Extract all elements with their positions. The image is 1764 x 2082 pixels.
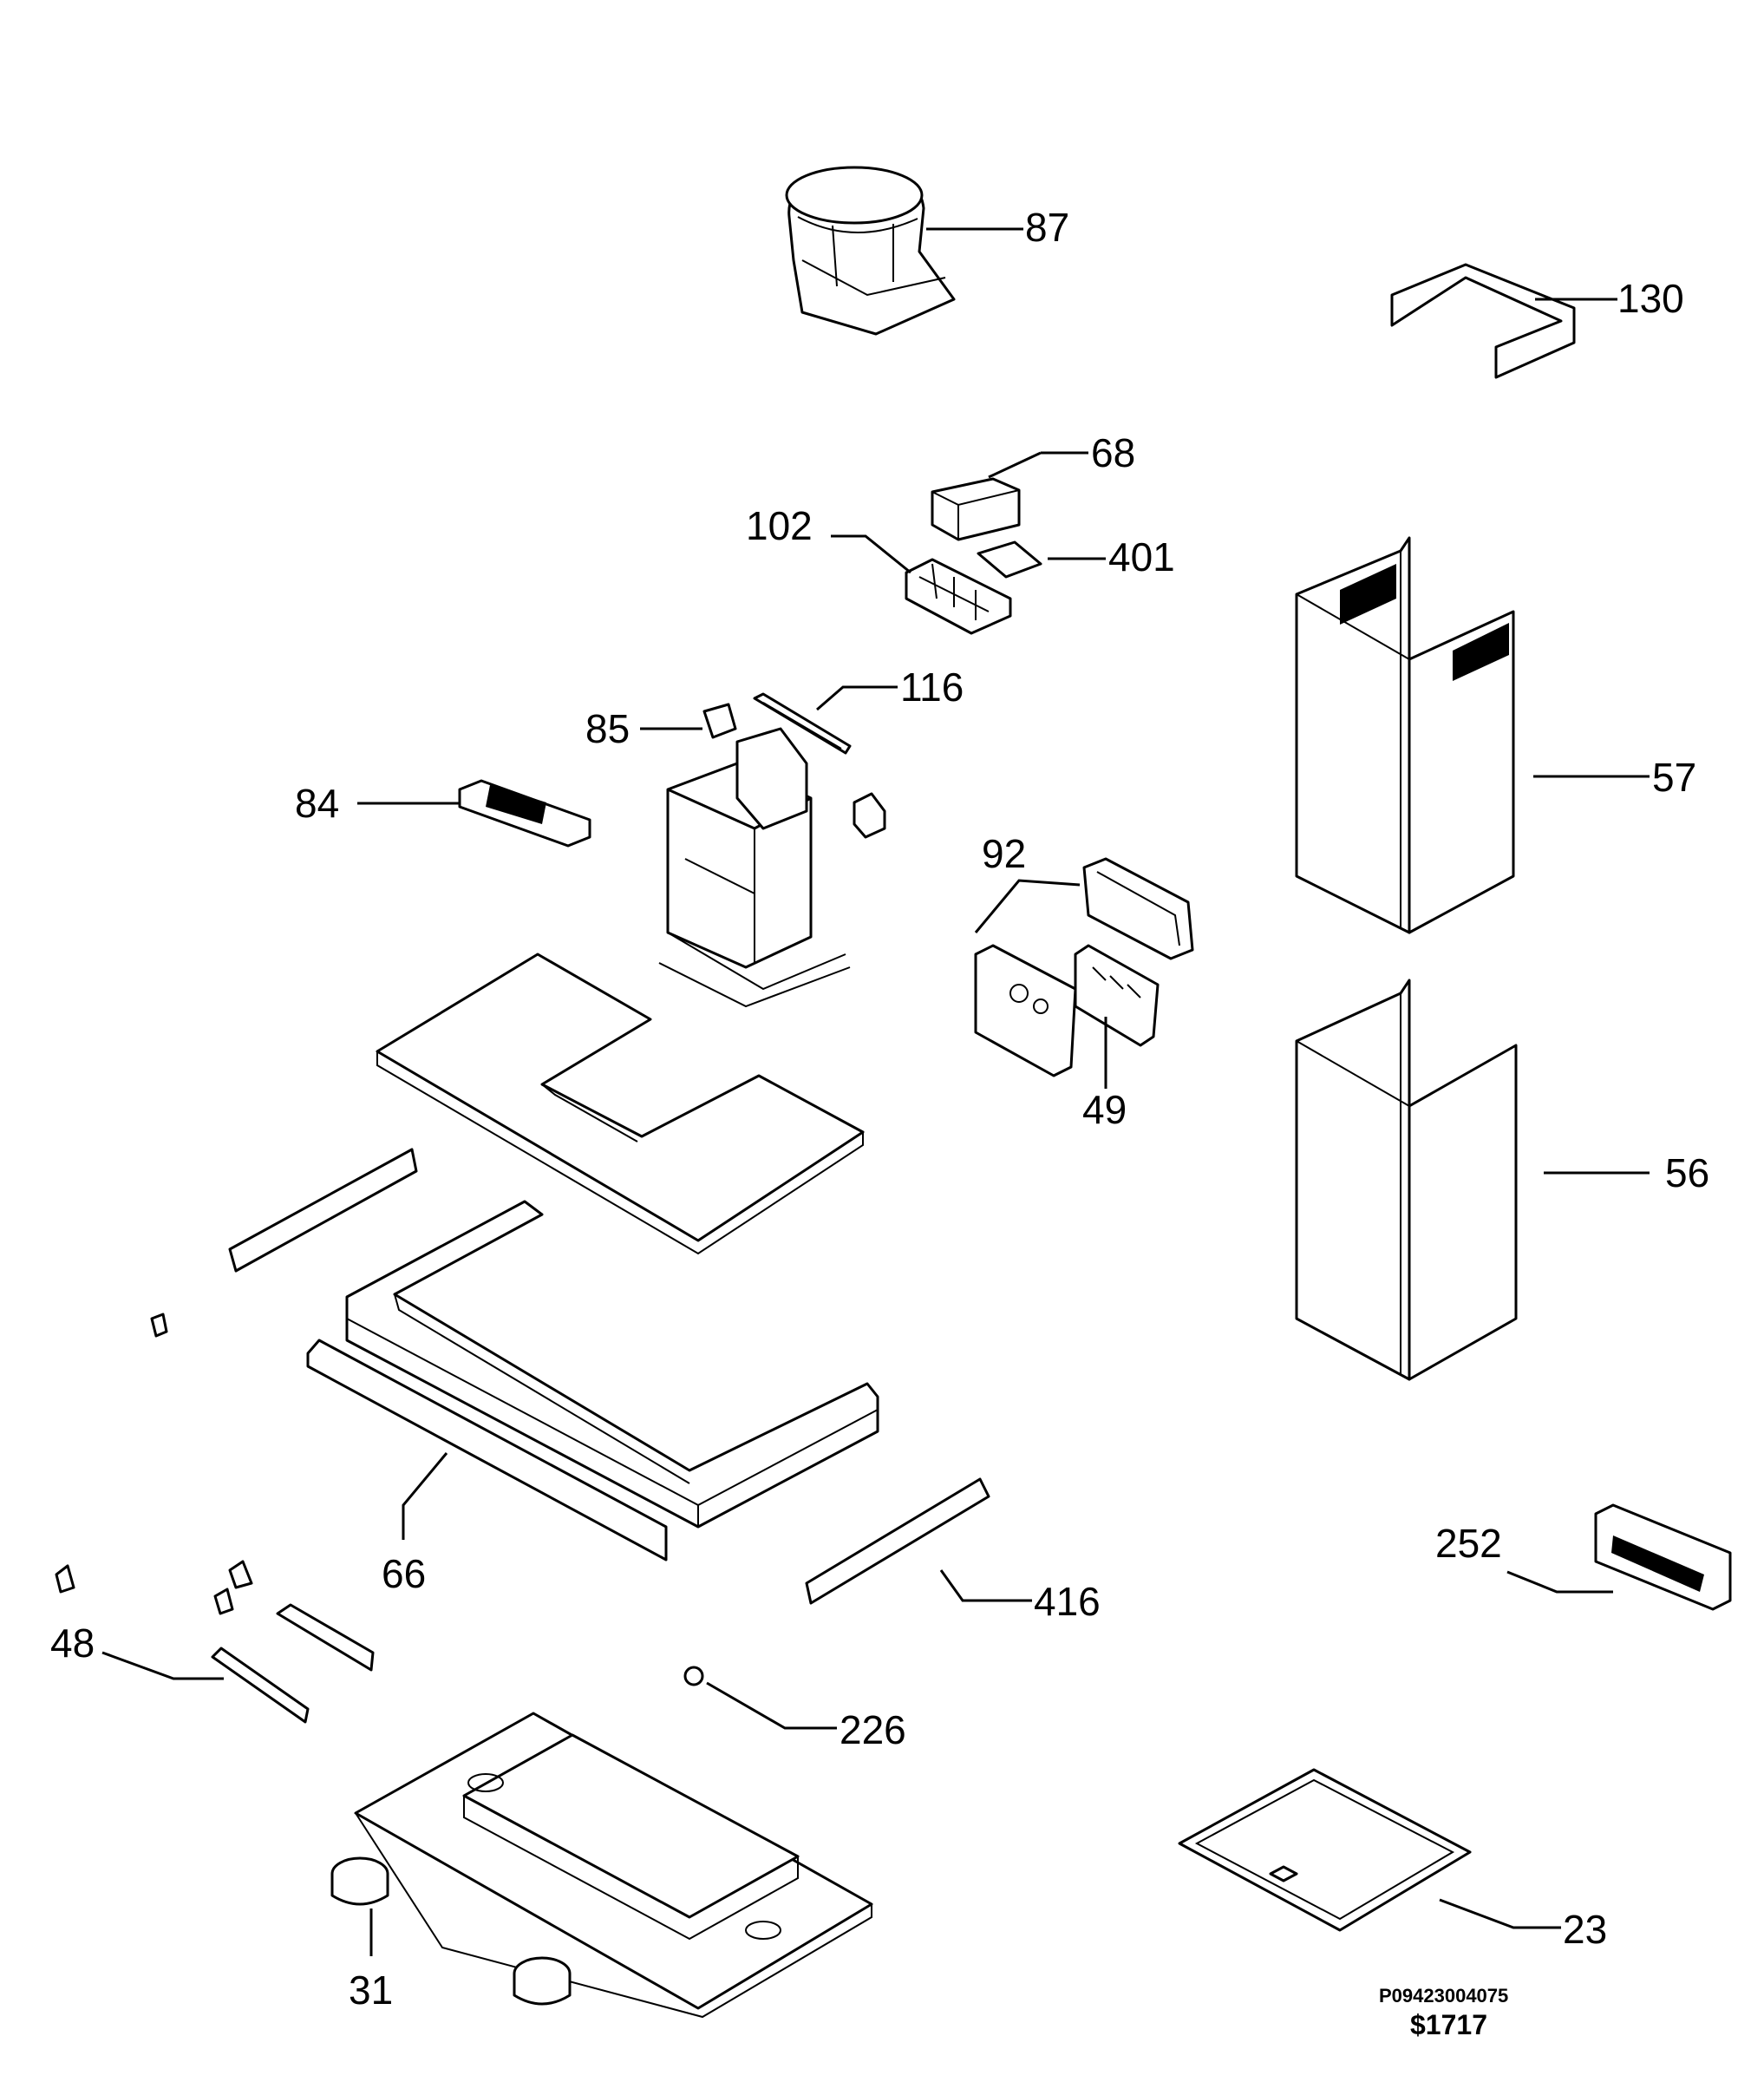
- part-68-box: 68: [931, 430, 1135, 541]
- part-87-duct-collar: 87: [785, 166, 1069, 336]
- label-84: 84: [295, 781, 339, 826]
- label-66: 66: [382, 1551, 426, 1596]
- label-87: 87: [1025, 205, 1069, 250]
- label-401: 401: [1108, 534, 1175, 579]
- part-130-bracket: 130: [1390, 263, 1684, 379]
- part-49-switch-board: 49: [1074, 944, 1160, 1132]
- part-252-switch-module: 252: [1435, 1503, 1732, 1611]
- part-31-knobs: 31: [330, 1856, 572, 2013]
- part-85-clip: 85: [585, 703, 737, 751]
- diagram-reference-number: P09423004075: [1379, 1985, 1508, 2007]
- part-102-control-bracket: 102: [746, 503, 1012, 635]
- left-rail: [228, 1148, 418, 1273]
- label-130: 130: [1617, 276, 1684, 321]
- part-23-grease-filter: 23: [1178, 1768, 1607, 1952]
- label-23: 23: [1563, 1907, 1607, 1952]
- label-57: 57: [1652, 755, 1696, 800]
- motor-housing: [658, 727, 886, 1008]
- part-116-rail-strip: 116: [753, 665, 964, 755]
- label-56: 56: [1665, 1150, 1709, 1195]
- label-102: 102: [746, 503, 813, 548]
- part-56-lower-chimney: 56: [1295, 979, 1709, 1381]
- label-68: 68: [1091, 430, 1135, 475]
- hood-canopy: [354, 1712, 873, 2019]
- price-text: $1717: [1410, 2009, 1487, 2040]
- label-116: 116: [900, 665, 964, 710]
- label-85: 85: [585, 706, 630, 751]
- part-48-bracket: 48: [50, 1560, 375, 1724]
- label-48: 48: [50, 1620, 95, 1666]
- label-226: 226: [840, 1707, 906, 1752]
- top-cover-plate: [376, 953, 865, 1255]
- label-31: 31: [349, 1967, 393, 2013]
- label-92: 92: [982, 831, 1026, 876]
- part-57-upper-chimney: 57: [1295, 536, 1696, 934]
- part-66-frame: 66: [306, 1200, 879, 1596]
- label-252: 252: [1435, 1521, 1502, 1566]
- small-clip-left: [150, 1313, 168, 1338]
- part-416-rail: 416: [805, 1477, 1101, 1624]
- part-401-label-plate: 401: [977, 534, 1175, 579]
- part-226-screw: 226: [683, 1666, 906, 1752]
- part-92-control-frame: 92: [974, 831, 1194, 1077]
- label-416: 416: [1034, 1579, 1101, 1624]
- label-49: 49: [1082, 1087, 1127, 1132]
- part-84-motor-block: 84: [295, 779, 591, 848]
